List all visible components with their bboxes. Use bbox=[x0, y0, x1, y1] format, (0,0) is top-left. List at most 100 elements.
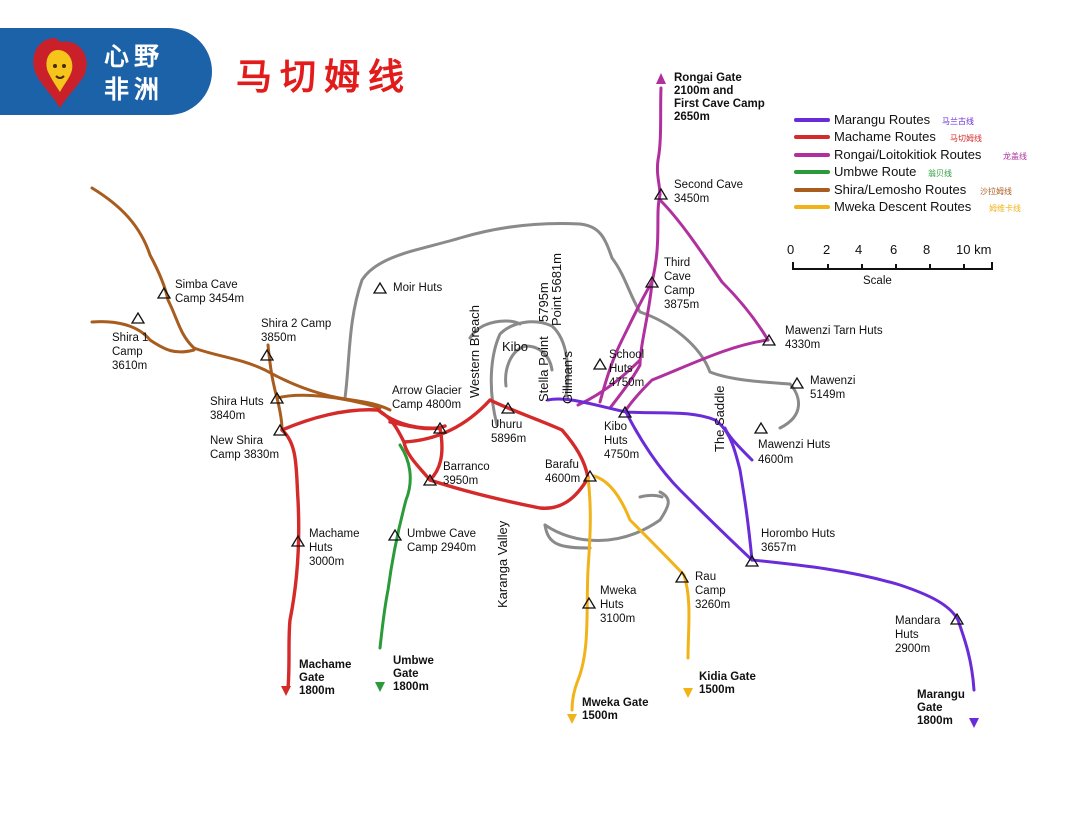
label-barafu: Barafu 4600m bbox=[545, 459, 582, 485]
label-karanga-valley: Karanga Valley bbox=[495, 520, 510, 608]
legend-cn-shira: 沙拉姆线 bbox=[980, 186, 1012, 196]
label-third-cave: Third Cave Camp 3875m bbox=[664, 257, 699, 311]
lion-logo-icon bbox=[33, 38, 87, 108]
label-mandara-huts: Mandara Huts 2900m bbox=[895, 615, 944, 655]
label-machame-huts: Machame Huts 3000m bbox=[309, 528, 363, 568]
scale-label: Scale bbox=[863, 275, 892, 287]
kidia-gate-arrow-icon bbox=[683, 688, 693, 698]
legend-item-shira: Shira/Lemosho Routes bbox=[834, 182, 967, 197]
label-school-huts: School Huts 4750m bbox=[609, 349, 647, 389]
hut-icon bbox=[290, 534, 306, 547]
brand-name: 心野 非洲 bbox=[104, 40, 164, 106]
route-umbwe bbox=[378, 443, 412, 650]
hut-icon bbox=[744, 554, 760, 567]
brand-line-2: 非洲 bbox=[104, 75, 165, 104]
hut-icon bbox=[272, 423, 288, 436]
hut-icon bbox=[653, 187, 669, 200]
label-rau-camp: Rau Camp 3260m bbox=[695, 571, 730, 611]
label-rongai-gate: Rongai Gate 2100m and First Cave Camp 26… bbox=[674, 72, 768, 123]
legend-item-rongai: Rongai/Loitokitiok Routes bbox=[834, 147, 982, 162]
label-horombo-huts: Horombo Huts 3657m bbox=[761, 528, 838, 554]
brand-line-1: 心野 bbox=[104, 42, 165, 71]
label-mawenzi-tarn: Mawenzi Tarn Huts 4330m bbox=[785, 325, 886, 351]
label-second-cave: Second Cave 3450m bbox=[674, 179, 746, 205]
hut-icon bbox=[259, 348, 275, 361]
label-gillmans-point: Point 5681m bbox=[549, 253, 564, 326]
hut-icon bbox=[592, 357, 608, 370]
label-mweka-gate: Mweka Gate 1500m bbox=[582, 697, 652, 722]
marangu-gate-arrow-icon bbox=[969, 718, 979, 728]
hut-icon bbox=[387, 528, 403, 541]
hut-icon bbox=[422, 473, 438, 486]
page-title: 马切姆线 bbox=[236, 57, 413, 98]
label-barranco: Barranco 3950m bbox=[443, 461, 493, 487]
hut-icon bbox=[789, 376, 805, 389]
legend: Marangu Routes Machame Routes Rongai/Loi… bbox=[794, 112, 1027, 214]
label-kibo-huts: Kibo Huts 4750m bbox=[604, 421, 639, 461]
hut-icon bbox=[581, 596, 597, 609]
legend-cn-rongai: 龙盖线 bbox=[1003, 151, 1027, 161]
legend-cn-marangu: 马兰古线 bbox=[942, 116, 974, 126]
hut-icon bbox=[644, 275, 660, 288]
label-arrow-glacier: Arrow Glacier Camp 4800m bbox=[392, 385, 465, 411]
scale-tick-10: 10 km bbox=[956, 242, 991, 257]
label-simba-cave: Simba Cave Camp 3454m bbox=[175, 279, 244, 305]
label-machame-gate: Machame Gate 1800m bbox=[299, 659, 355, 697]
label-umbwe-cave: Umbwe Cave Camp 2940m bbox=[407, 528, 479, 554]
hut-icon bbox=[156, 286, 172, 299]
hut-icon bbox=[269, 391, 285, 404]
hut-icon bbox=[582, 469, 598, 482]
label-umbwe-gate: Umbwe Gate 1800m bbox=[393, 655, 437, 693]
label-mawenzi: Mawenzi 5149m bbox=[810, 375, 859, 401]
legend-item-marangu: Marangu Routes bbox=[834, 112, 931, 127]
label-new-shira: New Shira Camp 3830m bbox=[210, 435, 279, 461]
route-machame bbox=[280, 398, 590, 690]
crater-outline bbox=[343, 222, 801, 550]
machame-gate-arrow-icon bbox=[281, 686, 291, 696]
label-gillmans: Gillman's bbox=[560, 350, 575, 404]
label-the-saddle: The Saddle bbox=[712, 386, 727, 453]
label-shira2: Shira 2 Camp 3850m bbox=[261, 318, 335, 344]
route-rongai bbox=[576, 86, 770, 412]
route-marangu bbox=[546, 397, 976, 692]
hut-icon bbox=[432, 421, 448, 434]
hut-icon bbox=[617, 405, 633, 418]
scale-tick-0: 0 bbox=[787, 242, 794, 257]
label-stella-point: 5795m Stella Point bbox=[536, 279, 551, 402]
legend-cn-machame: 马切姆线 bbox=[950, 133, 982, 143]
legend-item-mweka: Mweka Descent Routes bbox=[834, 199, 972, 214]
label-kidia-gate: Kidia Gate 1500m bbox=[699, 671, 759, 696]
place-labels: Rongai Gate 2100m and First Cave Camp 26… bbox=[112, 72, 968, 727]
header-badge: 心野 非洲 bbox=[0, 28, 212, 115]
scale-tick-8: 8 bbox=[923, 242, 930, 257]
legend-cn-mweka: 姆维卡线 bbox=[989, 203, 1021, 213]
mweka-gate-arrow-icon bbox=[567, 714, 577, 724]
label-western-breach: Western Breach bbox=[467, 305, 482, 398]
label-kibo: Kibo bbox=[502, 339, 528, 354]
hut-markers bbox=[130, 187, 965, 625]
hut-icon bbox=[949, 612, 965, 625]
hut-icon bbox=[753, 421, 769, 434]
label-mawenzi-huts: Mawenzi Huts 4600m bbox=[758, 439, 833, 466]
label-uhuru: Uhuru 5896m bbox=[491, 419, 526, 445]
rongai-gate-arrow-icon bbox=[656, 73, 666, 84]
route-shira bbox=[90, 186, 392, 432]
scale-tick-6: 6 bbox=[890, 242, 897, 257]
legend-item-umbwe: Umbwe Route bbox=[834, 164, 916, 179]
label-moir-huts: Moir Huts bbox=[393, 282, 442, 294]
scale-tick-4: 4 bbox=[855, 242, 862, 257]
hut-icon bbox=[761, 333, 777, 346]
hut-icon bbox=[500, 401, 516, 414]
hut-icon bbox=[130, 311, 146, 324]
scale-bar: 0 2 4 6 8 10 km Scale bbox=[787, 242, 993, 287]
label-mweka-huts: Mweka Huts 3100m bbox=[600, 585, 640, 625]
legend-cn-umbwe: 翁贝线 bbox=[928, 168, 952, 178]
label-shira1: Shira 1 Camp 3610m bbox=[112, 332, 152, 372]
umbwe-gate-arrow-icon bbox=[375, 682, 385, 692]
legend-item-machame: Machame Routes bbox=[834, 129, 936, 144]
label-marangu-gate: Marangu Gate 1800m bbox=[917, 689, 968, 727]
label-shira-huts: Shira Huts 3840m bbox=[210, 396, 267, 422]
scale-tick-2: 2 bbox=[823, 242, 830, 257]
hut-icon bbox=[372, 281, 388, 294]
